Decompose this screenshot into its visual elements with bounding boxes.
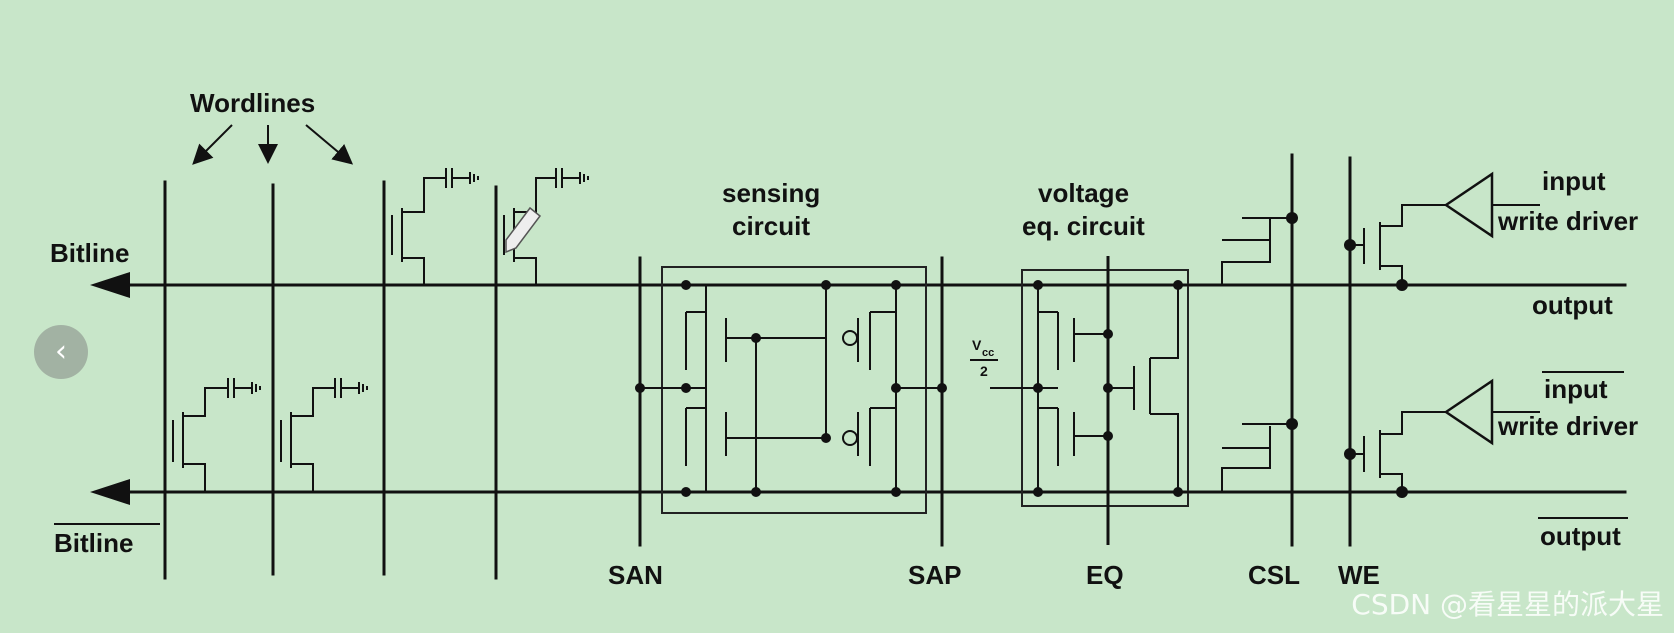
sensing-label-1: sensing (722, 178, 820, 208)
watermark: CSDN @看星星的派大星 (1351, 588, 1664, 621)
san-label: SAN (608, 560, 663, 590)
write-driver-top-label: write driver (1497, 206, 1638, 236)
cell-transistor-1 (172, 378, 261, 492)
cell-transistor-2 (280, 378, 368, 492)
output-bot-label: output (1540, 521, 1621, 551)
previous-slide-button[interactable]: ‹ (34, 325, 88, 379)
csl-junction-top (1286, 212, 1298, 224)
sensing-label-2: circuit (732, 211, 810, 241)
we-transistors (1350, 204, 1446, 492)
output-top-label: output (1532, 290, 1613, 320)
bitline-arrow-icon (90, 272, 130, 298)
sap-label: SAP (908, 560, 961, 590)
input-top-label: input (1542, 166, 1606, 196)
eq-label: EQ (1086, 560, 1124, 590)
voltage-eq-circuit (990, 256, 1196, 545)
csl-junction-bot (1286, 418, 1298, 430)
output-junction-bot (1396, 486, 1408, 498)
csl-label: CSL (1248, 560, 1300, 590)
sensing-junctions (635, 280, 947, 497)
pencil-cursor-icon (505, 206, 542, 254)
vcc-label: V (972, 337, 982, 353)
chevron-left-icon: ‹ (55, 334, 67, 369)
cell-transistor-3 (391, 168, 479, 285)
voltage-label-1: voltage (1038, 178, 1129, 208)
voltage-label-2: eq. circuit (1022, 211, 1145, 241)
write-driver-top-icon (1443, 171, 1494, 239)
vcc-denominator: 2 (980, 363, 988, 379)
bitline-bar-label: Bitline (54, 528, 133, 558)
we-junction-top (1344, 239, 1356, 251)
bitline-label: Bitline (50, 238, 129, 268)
write-driver-bot-icon (1443, 378, 1494, 446)
we-label: WE (1338, 560, 1380, 590)
write-driver-bot-label: write driver (1497, 411, 1638, 441)
bitline-bar-arrow-icon (90, 479, 130, 505)
wordline-arrows (192, 124, 354, 165)
input-bot-label: input (1544, 374, 1608, 404)
sensing-circuit-box (661, 266, 927, 514)
vcc-subscript: cc (982, 347, 994, 359)
csl-transistors (1196, 217, 1292, 493)
output-junction-top (1396, 279, 1408, 291)
wordlines-label: Wordlines (190, 88, 315, 118)
we-junction-bot (1344, 448, 1356, 460)
voltage-eq-junctions (1033, 280, 1183, 497)
